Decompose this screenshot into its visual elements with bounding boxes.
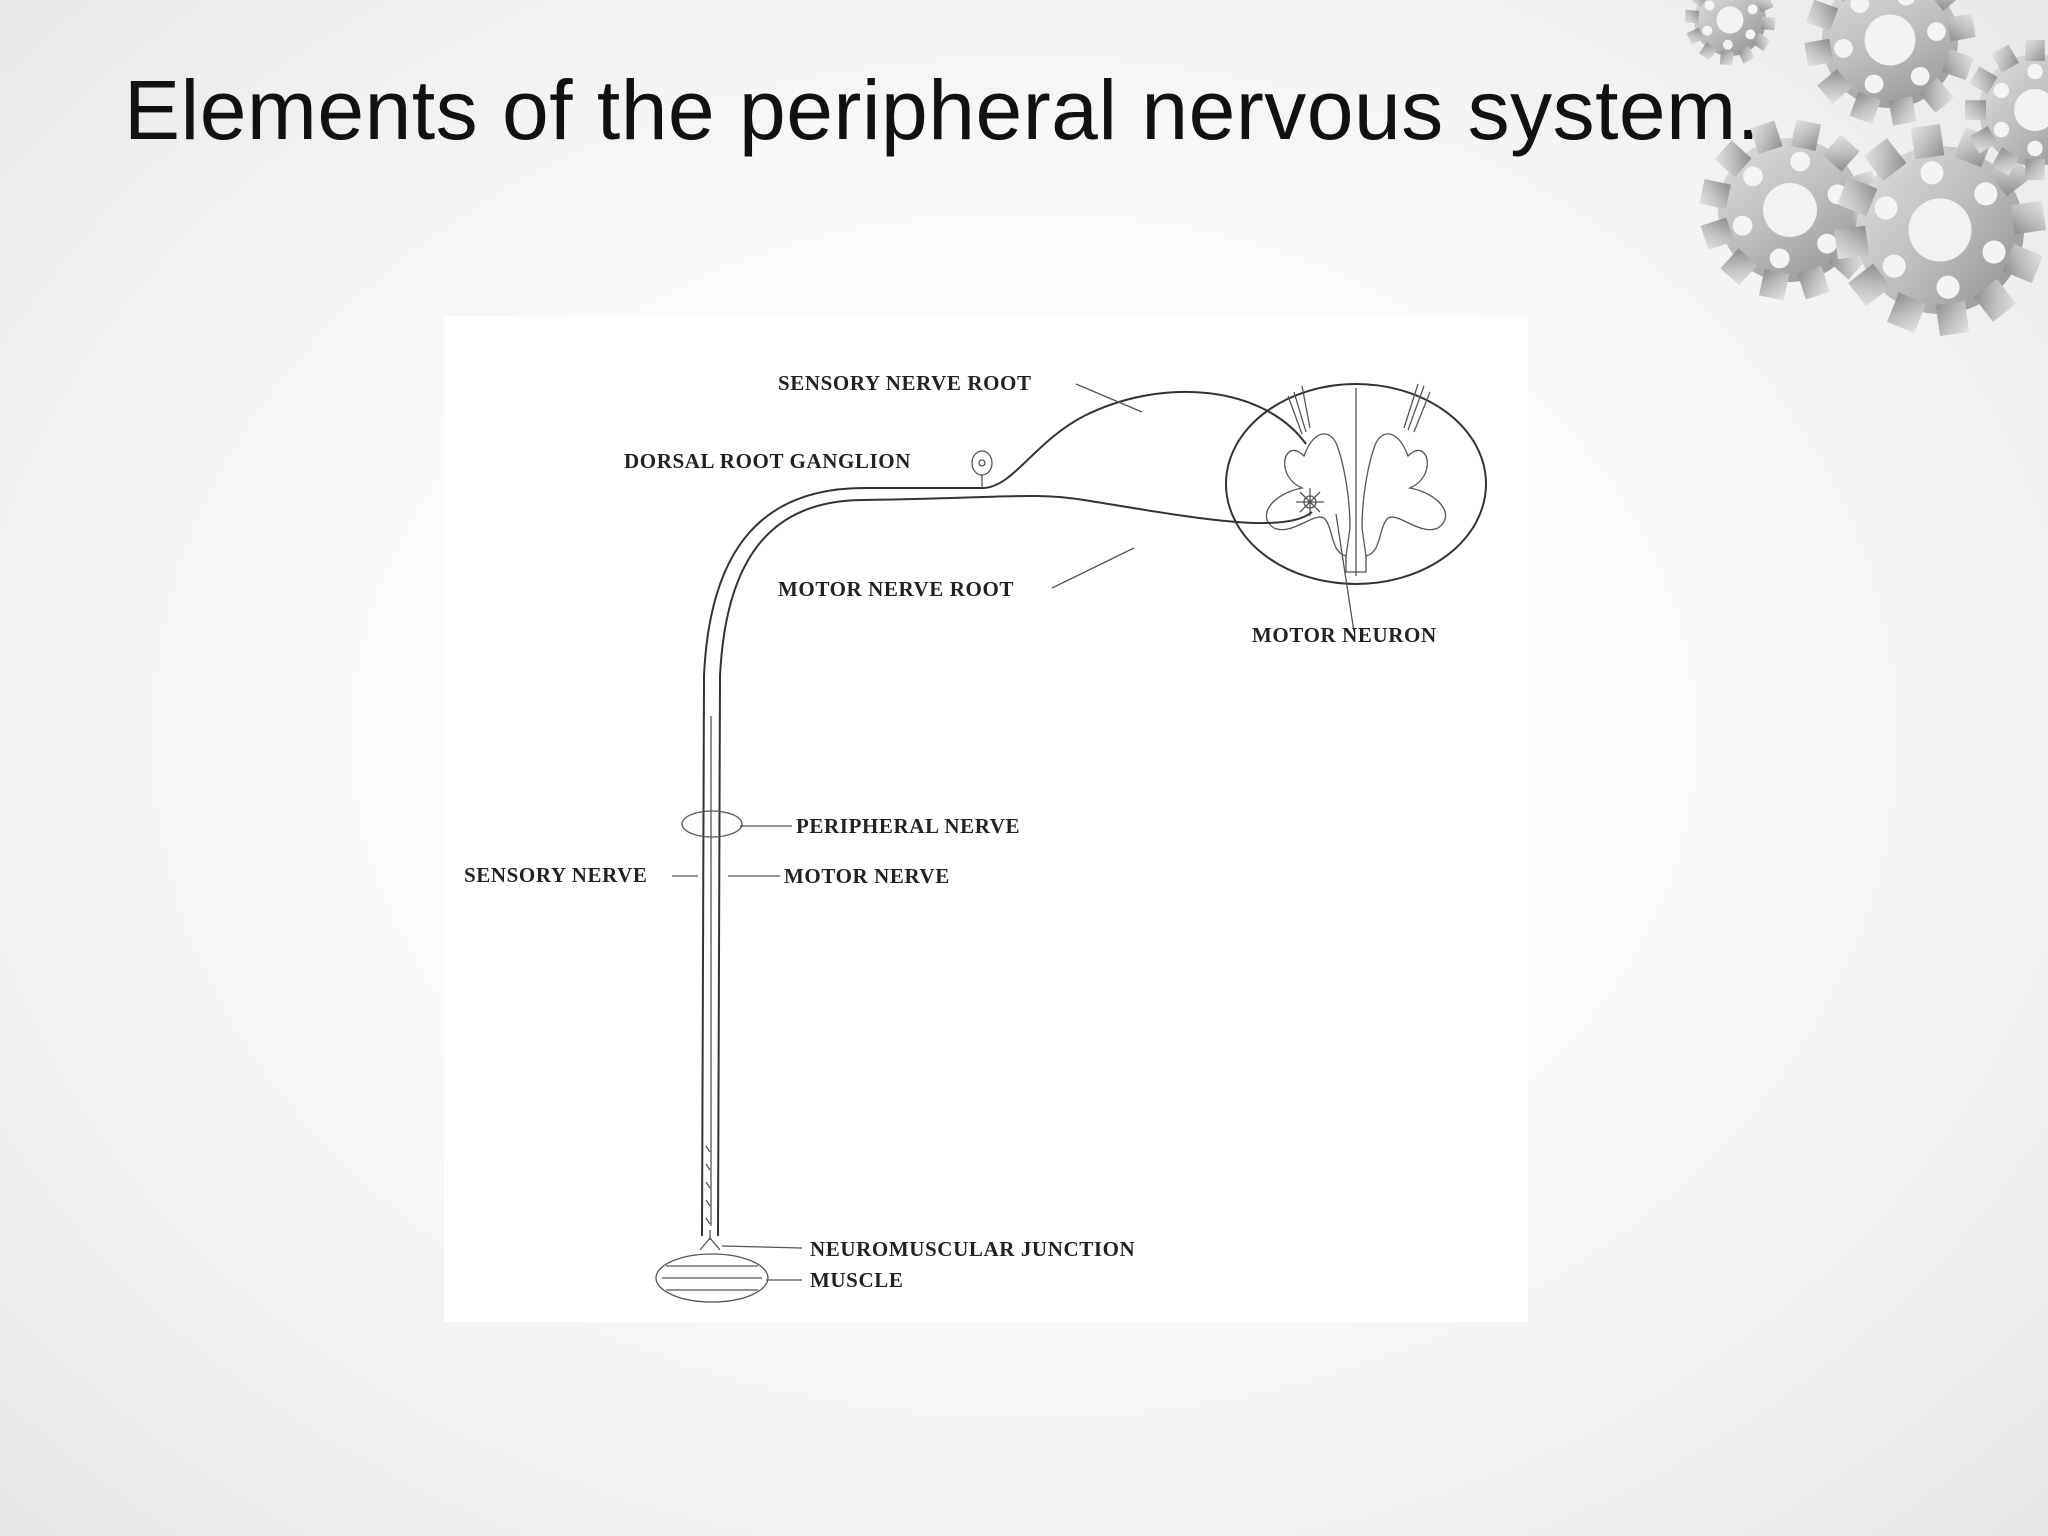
label-dorsal-root-ganglion: DORSAL ROOT GANGLION	[624, 449, 911, 473]
grey-matter-right	[1361, 433, 1447, 557]
spinal-cord-section	[1225, 383, 1487, 585]
sensory-nerve-root-path	[864, 390, 1307, 489]
peripheral-nerve-ring	[681, 810, 743, 838]
label-neuromuscular-junction: NEUROMUSCULAR JUNCTION	[810, 1237, 1135, 1261]
nervous-system-diagram: SENSORY NERVE ROOT DORSAL ROOT GANGLION …	[444, 316, 1528, 1322]
label-sensory-nerve: SENSORY NERVE	[464, 863, 648, 887]
nerve-trunk-inner	[717, 499, 865, 1237]
label-muscle: MUSCLE	[810, 1268, 903, 1292]
label-motor-nerve-root: MOTOR NERVE ROOT	[778, 577, 1014, 601]
grey-matter-left	[1265, 433, 1351, 557]
diagram-drawing: SENSORY NERVE ROOT DORSAL ROOT GANGLION …	[464, 371, 1487, 1303]
label-sensory-nerve-root: SENSORY NERVE ROOT	[778, 371, 1032, 395]
label-motor-nerve: MOTOR NERVE	[784, 864, 950, 888]
label-peripheral-nerve: PERIPHERAL NERVE	[796, 814, 1020, 838]
nerve-trunk-outer	[701, 487, 865, 1237]
neuromuscular-junction-icon	[699, 1230, 721, 1251]
slide-title: Elements of the peripheral nervous syste…	[124, 63, 1761, 157]
muscle-icon	[655, 1253, 769, 1303]
motor-neuron-cell	[1296, 488, 1324, 516]
label-motor-neuron: MOTOR NEURON	[1252, 623, 1437, 647]
dorsal-root-ganglion-icon	[971, 450, 993, 476]
motor-nerve-root-path	[863, 494, 1313, 525]
gears-icon	[1681, 0, 2048, 349]
